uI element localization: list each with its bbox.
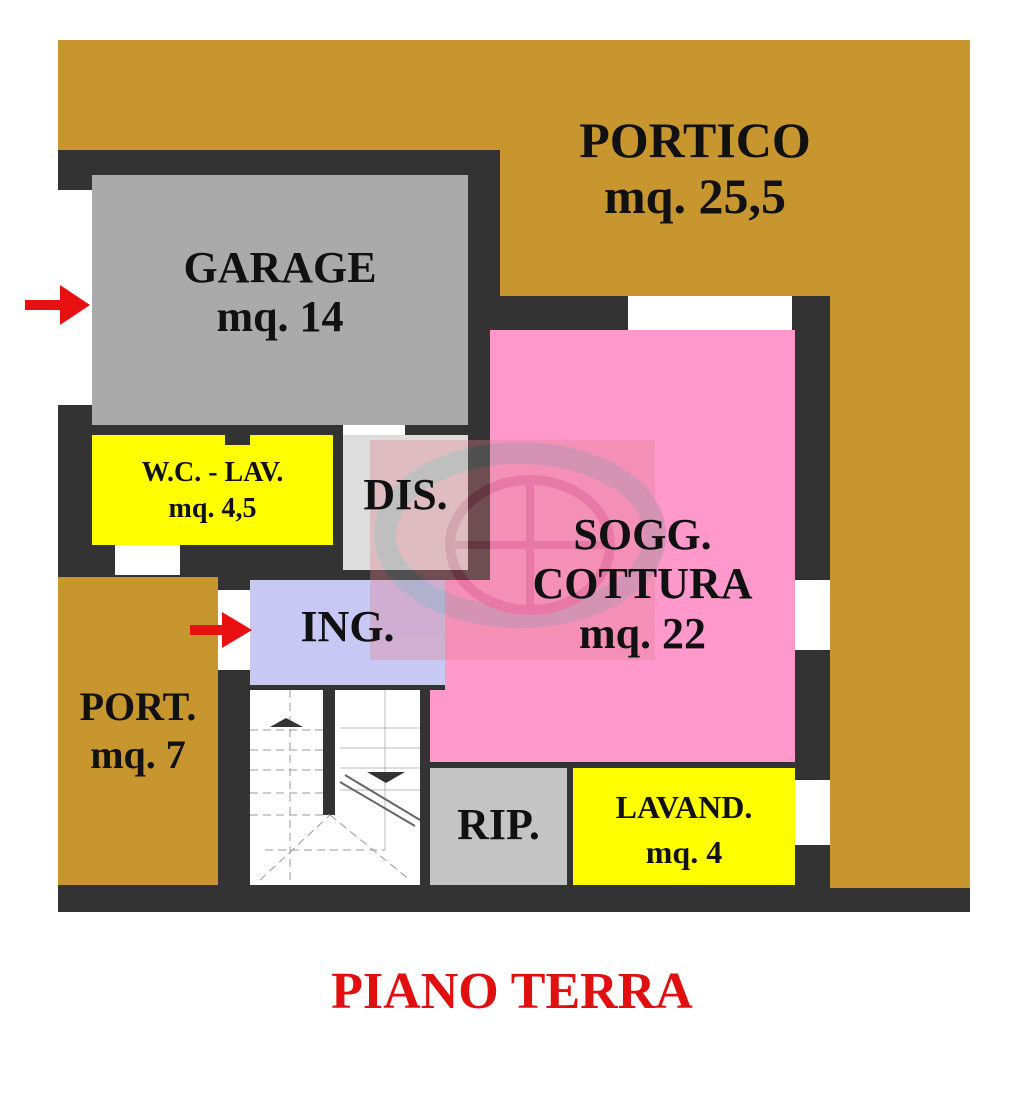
stair-down-arrow-icon xyxy=(367,772,405,783)
entrance-arrow-icon xyxy=(190,612,252,648)
lavanderia-name: LAVAND. xyxy=(615,789,753,825)
ingresso-label: ING. xyxy=(300,602,395,651)
floor-title: PIANO TERRA xyxy=(331,963,693,1020)
dis-door xyxy=(343,425,405,435)
port-label: PORT. mq. 7 xyxy=(58,683,218,779)
wc-label: W.C. - LAV. mq. 4,5 xyxy=(92,455,333,528)
garage-room xyxy=(92,175,468,425)
garage-area-text: mq. 14 xyxy=(216,292,344,342)
garage-label: GARAGE mq. 14 xyxy=(92,243,468,342)
soggiorno-window xyxy=(795,580,830,650)
wc-window xyxy=(115,545,180,575)
watermark-globe-icon xyxy=(370,440,666,660)
portico-label: PORTICO mq. 25,5 xyxy=(545,112,845,224)
soggiorno-room xyxy=(430,330,795,762)
wc-area-text: mq. 4,5 xyxy=(168,493,257,525)
lavanderia-label: LAVAND. mq. 4 xyxy=(573,785,795,875)
lavanderia-area-text: mq. 4 xyxy=(645,833,723,870)
soggiorno-name: SOGG. xyxy=(573,510,712,559)
portico-name: PORTICO xyxy=(579,112,811,168)
port-name: PORT. xyxy=(79,684,197,729)
dis-label: DIS. xyxy=(363,470,448,519)
wc-room xyxy=(92,435,333,545)
portico-area-text: mq. 25,5 xyxy=(604,168,786,224)
garage-name: GARAGE xyxy=(183,243,377,292)
lavanderia-room xyxy=(573,768,795,885)
rip-room xyxy=(430,768,567,885)
staircase xyxy=(250,690,421,885)
dis-room xyxy=(343,435,468,570)
stair-up-arrow-icon xyxy=(270,718,303,727)
port-area-text: mq. 7 xyxy=(90,732,186,777)
lavanderia-window xyxy=(795,780,830,845)
soggiorno-label: SOGG. COTTURA mq. 22 xyxy=(490,510,795,658)
soggiorno-name2: COTTURA xyxy=(532,559,753,609)
entrance-arrow-icon xyxy=(25,285,90,325)
ingresso-room xyxy=(250,580,445,685)
soggiorno-opening xyxy=(628,296,792,330)
soggiorno-area-text: mq. 22 xyxy=(578,608,707,658)
wc-name: W.C. - LAV. xyxy=(141,457,284,488)
rip-label: RIP. xyxy=(457,800,540,849)
